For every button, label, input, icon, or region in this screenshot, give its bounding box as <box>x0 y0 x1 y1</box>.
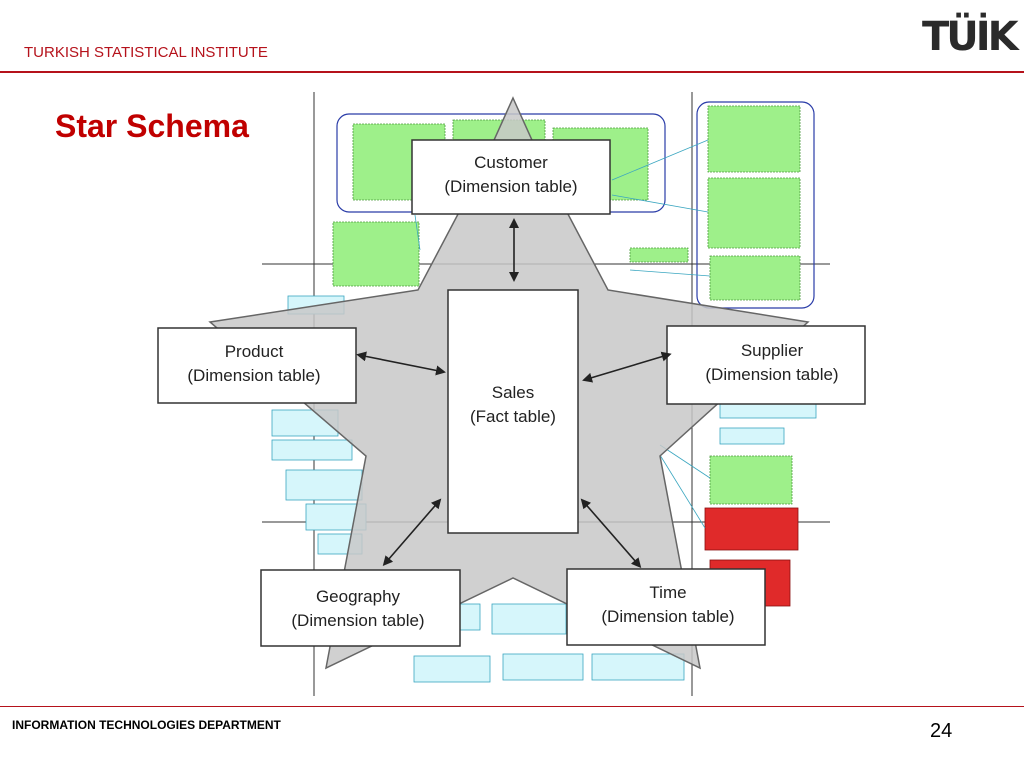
dimension-name: Geography <box>316 587 401 606</box>
dimension-name: Time <box>649 583 686 602</box>
dimension-geography: Geography (Dimension table) <box>260 569 461 647</box>
dimension-time: Time (Dimension table) <box>566 568 766 646</box>
background-connectors <box>414 139 711 529</box>
arrow-geography-sales <box>382 498 442 567</box>
dimension-type: (Dimension table) <box>705 365 838 384</box>
arrow-supplier-sales <box>582 351 672 383</box>
header-divider <box>0 71 1024 73</box>
department-name: INFORMATION TECHNOLOGIES DEPARTMENT <box>12 718 281 732</box>
fact-table-sales: Sales (Fact table) <box>447 289 579 534</box>
organization-name: TURKISH STATISTICAL INSTITUTE <box>24 44 268 61</box>
arrow-time-sales <box>580 498 642 569</box>
fact-table-name: Sales <box>492 383 535 402</box>
logo-text: TÜİK <box>922 14 1019 60</box>
dimension-customer: Customer (Dimension table) <box>411 139 611 215</box>
page-number: 24 <box>930 720 953 742</box>
dimension-type: (Dimension table) <box>444 177 577 196</box>
tuik-logo: TÜİK <box>922 16 1019 58</box>
dimension-product: Product (Dimension table) <box>157 327 357 404</box>
dimension-supplier: Supplier (Dimension table) <box>666 325 866 405</box>
dimension-type: (Dimension table) <box>601 607 734 626</box>
dimension-type: (Dimension table) <box>187 366 320 385</box>
table-group-outline <box>696 101 815 309</box>
fact-table-type: (Fact table) <box>470 407 556 426</box>
dimension-type: (Dimension table) <box>291 611 424 630</box>
dimension-name: Product <box>225 342 284 361</box>
footer-divider <box>0 706 1024 707</box>
dimension-name: Supplier <box>741 341 804 360</box>
arrow-product-sales <box>356 351 446 376</box>
dimension-name: Customer <box>474 153 548 172</box>
slide-title: Star Schema <box>55 108 249 144</box>
